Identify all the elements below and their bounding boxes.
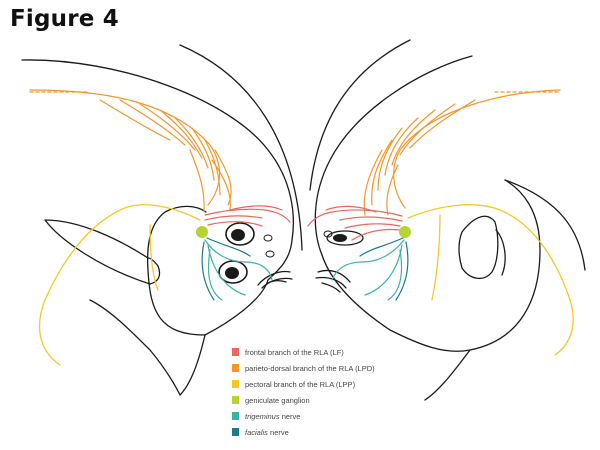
left-facialis-nerve xyxy=(201,237,251,301)
legend: frontal branch of the RLA (LF) parieto-do… xyxy=(232,344,375,440)
left-trigeminus-nerve xyxy=(204,239,273,301)
legend-label: parieto-dorsal branch of the RLA (LPD) xyxy=(245,363,375,373)
right-trigeminus-nerve xyxy=(331,239,405,301)
legend-item: trigeminus nerve xyxy=(232,408,375,424)
legend-label: pectoral branch of the RLA (LPP) xyxy=(245,379,356,389)
legend-item: facialis nerve xyxy=(232,424,375,440)
legend-swatch xyxy=(232,412,239,420)
left-mouth xyxy=(257,270,293,289)
left-body-outline xyxy=(21,44,303,396)
legend-item: pectoral branch of the RLA (LPP) xyxy=(232,376,375,392)
legend-item: frontal branch of the RLA (LF) xyxy=(232,344,375,360)
legend-label: frontal branch of the RLA (LF) xyxy=(245,347,344,357)
right-facialis-nerve xyxy=(359,237,409,301)
legend-swatch xyxy=(232,396,239,404)
right-parieto-dorsal-branch xyxy=(363,89,561,216)
legend-swatch xyxy=(232,380,239,388)
left-geniculate-ganglion xyxy=(196,226,208,238)
left-parieto-dorsal-branch xyxy=(29,89,232,213)
legend-label: facialis nerve xyxy=(245,427,289,437)
left-fish-head xyxy=(21,44,303,396)
left-frontal-branch xyxy=(204,205,291,227)
right-pectoral-branch xyxy=(407,204,574,356)
left-eyes xyxy=(218,222,275,284)
right-geniculate-ganglion xyxy=(399,226,411,238)
left-pectoral-branch xyxy=(38,204,201,366)
right-frontal-branch xyxy=(307,205,403,241)
legend-swatch xyxy=(232,428,239,436)
figure-title: Figure 4 xyxy=(10,6,119,32)
legend-item: geniculate ganglion xyxy=(232,392,375,408)
legend-swatch xyxy=(232,364,239,372)
right-mouth xyxy=(315,269,351,293)
legend-label: geniculate ganglion xyxy=(245,395,310,405)
right-fish-head xyxy=(307,39,586,401)
legend-item: parieto-dorsal branch of the RLA (LPD) xyxy=(232,360,375,376)
right-eyes xyxy=(323,230,364,246)
legend-label: trigeminus nerve xyxy=(245,411,301,421)
legend-swatch xyxy=(232,348,239,356)
